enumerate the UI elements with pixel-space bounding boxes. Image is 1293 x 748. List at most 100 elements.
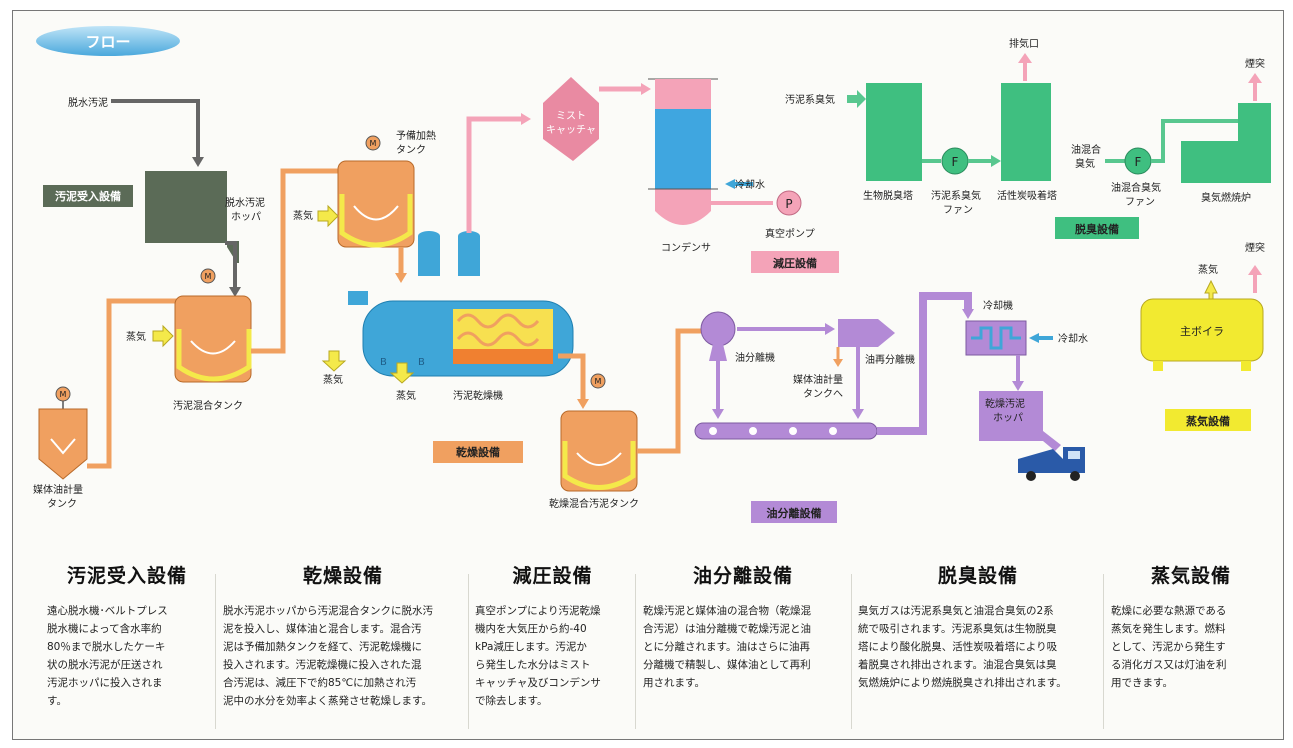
oil-separation-equipment: 油分離機 油再分離機 媒体油計量 タンクへ 油分離設備 冷却機 冷却水 (694, 292, 1088, 523)
motor-icon (365, 135, 381, 151)
oil-sep-section-label: 油分離設備 (767, 506, 822, 520)
oil-reseparator (838, 319, 895, 347)
tank-agitator (50, 438, 76, 455)
steam-arrow (321, 350, 347, 372)
drying-section-label: 乾燥設備 (456, 445, 500, 459)
dryer-vapor-dome-1 (418, 236, 440, 276)
vacuum-section-badge (751, 251, 839, 273)
oil-sep-section-badge (751, 501, 837, 523)
medium-oil-tank-label-2: タンク (47, 498, 77, 510)
dome-cap (458, 231, 480, 241)
to-medium-tank-label-2: タンクへ (803, 388, 843, 400)
steam-arrow (317, 204, 339, 228)
exhaust-label: 排気口 (1009, 37, 1039, 50)
odor-arrow (847, 90, 866, 108)
separator-outlet (709, 344, 727, 361)
deodorization-equipment: 汚泥系臭気 生物脱臭塔 F 汚泥系臭気 ファン 活性炭吸着塔 排気口 油混合 臭… (785, 37, 1271, 239)
receiving-section-label: 汚泥受入設備 (55, 189, 121, 203)
conveyor-roller (749, 427, 757, 435)
flow-header-label: フロー (85, 33, 130, 51)
oil-to-mix-line (87, 298, 178, 469)
oil-separator-label: 油分離機 (735, 351, 775, 364)
dryer-sludge-bed (453, 349, 553, 364)
conveyor-roller (829, 427, 837, 435)
cooling-water-label: 冷却水 (735, 178, 765, 191)
fan-to-furnace-line (1151, 119, 1238, 163)
desc-body: 遠心脱水機･ベルトプレス 脱水機によって含水率約 80％まで脱水したケーキ 状の… (47, 605, 168, 707)
column-divider (635, 574, 636, 729)
cooler-water-label: 冷却水 (1058, 332, 1088, 345)
boiler-leg (1153, 361, 1163, 371)
bio-deodor-label: 生物脱臭塔 (863, 189, 913, 202)
arrow-head (1248, 265, 1262, 275)
dewatered-sludge-input-label: 脱水汚泥 (68, 96, 108, 109)
steam-arrow (389, 362, 415, 384)
condenser-top (655, 79, 711, 109)
fan-symbol: F (1135, 155, 1142, 169)
deodor-section-label: 脱臭設備 (1075, 222, 1119, 236)
preheat-tank (337, 160, 415, 248)
mixing-tank-agitator (190, 340, 236, 355)
preheat-tank-label-1: 予備加熱 (396, 129, 436, 142)
arrow-head (229, 287, 241, 297)
vacuum-equipment: ミスト キャッチャ コンデンサ 冷却水 P 真空ポンプ 減圧設備 (466, 77, 839, 273)
sludge-input-line (111, 99, 200, 159)
arrow-head (577, 399, 589, 409)
mist-catcher-label-2: キャッチャ (546, 124, 596, 136)
condenser-bottom (655, 189, 711, 225)
motor-symbol: M (205, 272, 212, 281)
arrow-head (192, 157, 204, 167)
motor-icon (200, 268, 216, 284)
pump-symbol: P (785, 197, 792, 211)
flow-header-badge: フロー (36, 26, 180, 56)
oil-odor-fan-label-1: 油混合臭気 (1111, 181, 1161, 194)
oil-reseparator-label: 油再分離機 (865, 353, 915, 366)
dryer-vapor-dome-2 (458, 236, 480, 276)
arrow-head (833, 359, 843, 367)
steam-label: 蒸気 (323, 373, 343, 386)
dryer-to-mist-line (466, 116, 523, 233)
bio-deodor-tower (866, 83, 922, 181)
column-divider (851, 574, 852, 729)
arrow-head (725, 179, 735, 189)
arrow-head (641, 83, 651, 95)
mist-catcher-label-1: ミスト (556, 111, 586, 122)
desc-title: 乾燥設備 (302, 565, 383, 587)
desc-body: 乾燥汚泥と媒体油の混合物（乾燥混 合汚泥）は油分離機で乾燥汚泥と油 とに分離され… (643, 605, 811, 689)
desc-vacuum: 減圧設備 真空ポンプにより汚泥乾燥 機内を大気圧から約-40 kPa減圧します。… (475, 561, 630, 710)
dome-cap (418, 231, 440, 241)
flow-diagram-page: フロー 脱水汚泥 脱水汚泥 ホッパ 汚泥受入設備 M 媒体油計量 タンク M 汚… (12, 10, 1284, 740)
motor-icon (590, 373, 606, 389)
arrow-head (1248, 73, 1262, 83)
desc-title: 汚泥受入設備 (66, 565, 187, 587)
furnace-stack-base (1238, 103, 1271, 143)
steam-section-badge (1165, 409, 1251, 431)
dry-sludge-hopper (979, 391, 1043, 441)
desc-title: 蒸気設備 (1150, 565, 1231, 587)
conveyor (694, 422, 878, 440)
steam-section-label: 蒸気設備 (1186, 414, 1230, 428)
oil-odor-fan-label-2: ファン (1125, 197, 1155, 208)
sludge-hopper-label-2: ホッパ (231, 211, 261, 223)
sludge-odor-fan-label-1: 汚泥系臭気 (931, 189, 981, 202)
furnace-stack-label: 煙突 (1245, 57, 1265, 70)
condenser-coil (655, 109, 711, 189)
preheat-tank-agitator (353, 205, 399, 221)
desc-title: 油分離設備 (692, 565, 793, 587)
motor-symbol: M (370, 139, 377, 148)
steam-equipment: 蒸気 煙突 主ボイラ 蒸気設備 (1140, 241, 1265, 431)
arrow-head (852, 409, 864, 419)
odor-combustion-furnace (1181, 141, 1271, 183)
desc-deodorization: 脱臭設備 臭気ガスは汚泥系臭気と油混合臭気の2系 統で吸引されます。汚泥系臭気は… (858, 561, 1098, 692)
receiving-section-badge (43, 185, 133, 207)
boiler-stack-label: 煙突 (1245, 241, 1265, 254)
process-flow-diagram: フロー 脱水汚泥 脱水汚泥 ホッパ 汚泥受入設備 M 媒体油計量 タンク M 汚… (33, 26, 1271, 523)
to-medium-tank-label-1: 媒体油計量 (793, 373, 843, 386)
arrow-head (1029, 333, 1039, 343)
arrow-head (991, 155, 1001, 167)
odor-furnace-label: 臭気燃焼炉 (1201, 191, 1251, 204)
steam-arrow (1204, 279, 1218, 302)
desc-oil-separation: 油分離設備 乾燥汚泥と媒体油の混合物（乾燥混 合汚泥）は油分離機で乾燥汚泥と油 … (643, 561, 843, 692)
column-divider (1103, 574, 1104, 729)
activated-carbon-tower (1001, 83, 1051, 181)
